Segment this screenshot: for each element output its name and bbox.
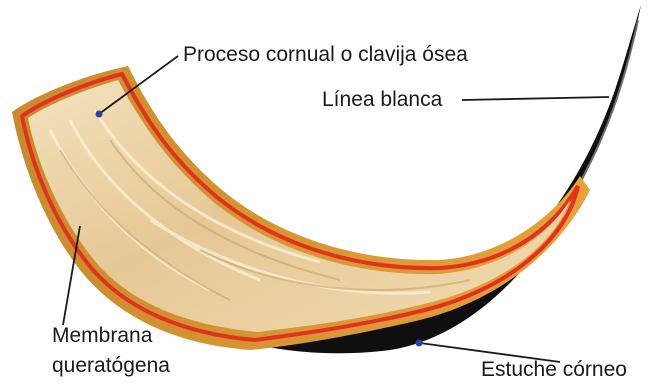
keratogenous-membrane [19, 71, 580, 343]
label-white-line: Línea blanca [322, 88, 443, 111]
white-line-stripe [571, 19, 639, 197]
pointer-dot-horn-core [95, 110, 103, 118]
leader-horn-sheath [419, 342, 561, 363]
bone-core [28, 80, 570, 332]
label-membrane-line1: Membrana [52, 324, 153, 347]
bone-texture-dark [59, 139, 471, 301]
leader-horn-core [98, 55, 179, 115]
pointer-dot-horn-sheath [415, 339, 423, 347]
leader-membrane [62, 225, 81, 326]
label-horn-core: Proceso cornual o clavija ósea [183, 43, 468, 66]
leader-white-line [461, 96, 610, 101]
label-membrane-line2: queratógena [52, 354, 170, 377]
label-horn-sheath: Estuche córneo [481, 358, 627, 381]
